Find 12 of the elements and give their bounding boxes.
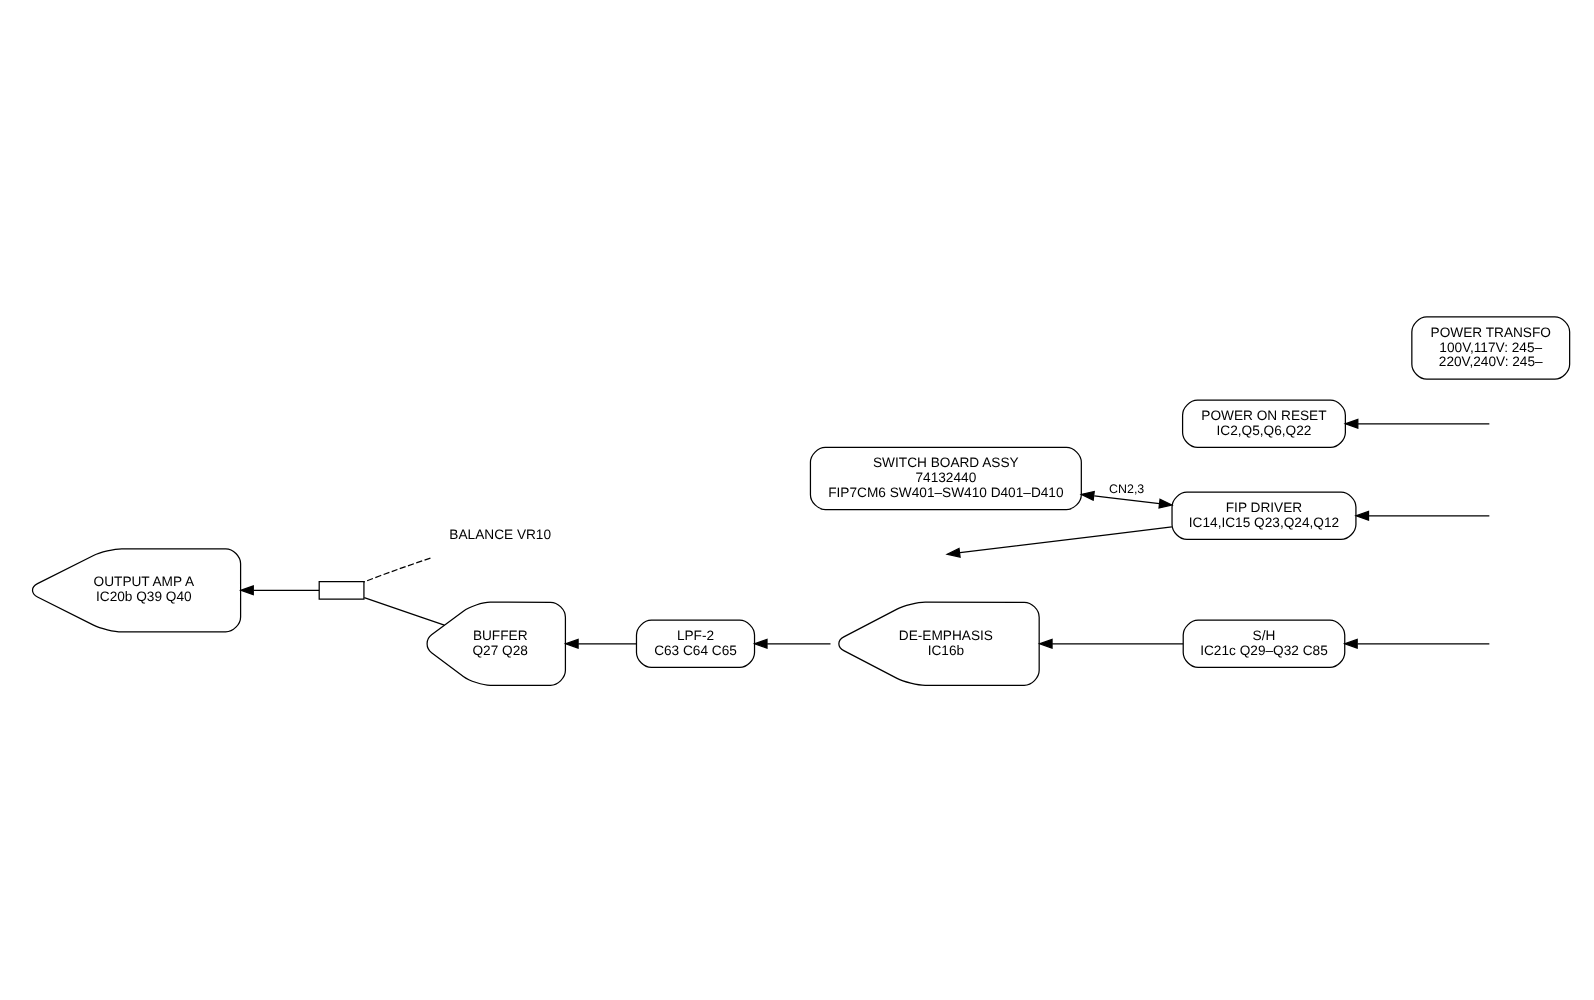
node-resistor xyxy=(318,580,365,599)
connector xyxy=(363,556,432,582)
arrow xyxy=(1342,637,1490,648)
arrow xyxy=(1037,637,1184,648)
arrow xyxy=(1354,509,1490,520)
arrow xyxy=(752,637,832,648)
arrow xyxy=(1343,417,1490,429)
connector xyxy=(363,596,445,625)
arrow xyxy=(563,637,638,648)
arrow xyxy=(1079,489,1174,508)
arrow xyxy=(945,525,1173,557)
arrow xyxy=(238,584,320,595)
